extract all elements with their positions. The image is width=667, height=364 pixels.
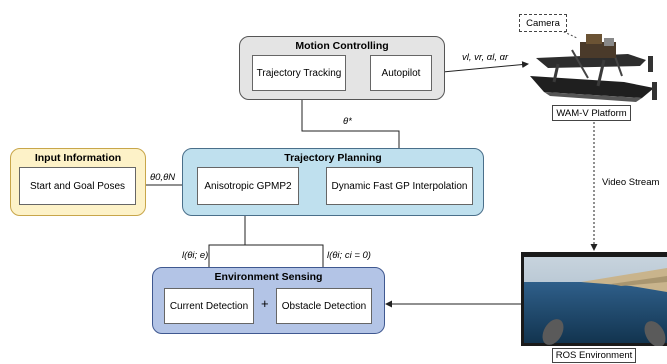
ros-environment-caption: ROS Environment [552,348,636,363]
start-goal-box[interactable]: Start and Goal Poses [19,167,136,205]
interpolation-box[interactable]: Dynamic Fast GP Interpolation [326,167,473,205]
video-stream-label: Video Stream [602,177,660,188]
ros-environment-caption-text: ROS Environment [555,350,633,361]
likelihood-current-label: l(θi; e) [182,250,209,261]
camera-label: Camera [526,17,560,29]
current-detection-box[interactable]: Current Detection [164,288,254,324]
environment-sensing-title: Environment Sensing [214,271,323,283]
camera-pointer [559,29,578,39]
obstacle-detection-label: Obstacle Detection [281,300,367,312]
ros-environment-image [521,252,667,346]
autopilot-box[interactable]: Autopilot [370,55,432,91]
motion-controlling-title: Motion Controlling [295,40,389,52]
trajectory-tracking-label: Trajectory Tracking [256,67,342,79]
start-goal-label: Start and Goal Poses [29,180,126,192]
arrow-autopilot-to-platform [431,61,529,74]
wamv-platform-caption-text: WAM-V Platform [556,107,627,119]
gpmp2-box[interactable]: Anisotropic GPMP2 [197,167,299,205]
wamv-platform-caption: WAM-V Platform [552,105,631,121]
current-detection-label: Current Detection [169,300,249,312]
control-outputs-label: vl, vr, αl, αr [462,52,509,63]
obstacle-detection-box[interactable]: Obstacle Detection [276,288,372,324]
wamv-boat-image [530,34,657,102]
plus-sign: + [261,296,269,311]
trajectory-tracking-box[interactable]: Trajectory Tracking [252,55,346,91]
gpmp2-label: Anisotropic GPMP2 [204,180,292,192]
theta-endpoints-label: θ0,θN [150,172,176,183]
theta-star-label: θ* [343,116,352,127]
camera-label-box: Camera [519,14,567,32]
interpolation-label: Dynamic Fast GP Interpolation [331,180,468,192]
likelihood-obstacle-label: l(θi; ci = 0) [327,250,371,261]
input-information-title: Input Information [34,152,122,164]
autopilot-label: Autopilot [381,67,421,79]
trajectory-planning-title: Trajectory Planning [284,152,382,164]
